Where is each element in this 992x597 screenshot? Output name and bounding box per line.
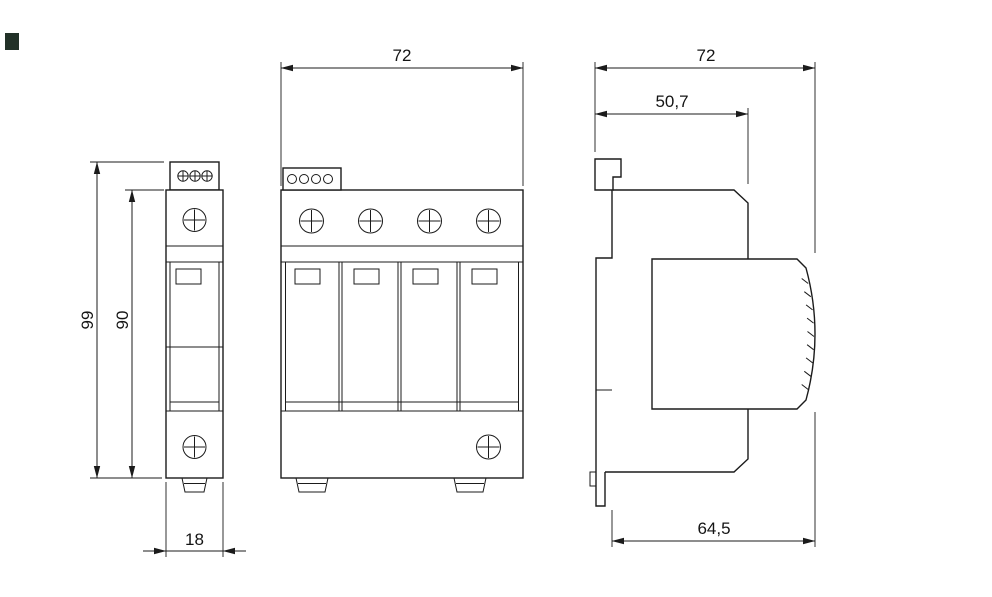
status-window: [175, 268, 202, 285]
dimension-height-90: 90: [113, 189, 164, 479]
dim-label-18: 18: [185, 530, 204, 549]
dimension-height-99: 99: [78, 161, 164, 479]
device-body: [165, 189, 224, 479]
base-top-edge: [613, 189, 749, 259]
dimension-width-18: 18: [143, 482, 246, 557]
grip-ribs: [801, 278, 815, 390]
plug-in-module: [651, 258, 816, 410]
mounting-foot: [181, 477, 208, 493]
screw-head-bottom-icon: [182, 435, 207, 459]
dim-label-72-front: 72: [393, 46, 412, 65]
dimension-width-72-front: 72: [280, 46, 524, 186]
dim-label-90: 90: [113, 311, 132, 330]
body-panel-lines-4pole: [281, 245, 523, 412]
screw-heads-row: [299, 208, 501, 234]
body-panel-lines: [166, 245, 223, 412]
clip-hook: [589, 471, 597, 487]
page-artifact-square: [5, 33, 19, 50]
dim-label-72-side: 72: [697, 46, 716, 65]
dim-label-50-7: 50,7: [655, 92, 688, 111]
mounting-feet: [295, 477, 487, 493]
front-view-single-module: [165, 161, 224, 493]
screw-head-bottom-right-icon: [476, 434, 501, 460]
dimension-depth-64-5: 64,5: [611, 412, 816, 547]
front-view-four-modules: [280, 167, 524, 493]
din-hook-top: [594, 158, 622, 191]
screw-head-top-icon: [182, 208, 207, 232]
terminal-screw-symbols: [177, 170, 213, 182]
side-view: [589, 158, 816, 507]
terminal-strip-holes: [287, 174, 333, 184]
base-bottom-edge: [605, 409, 749, 473]
dimension-depth-50-7: 50,7: [594, 92, 749, 184]
dim-label-64-5: 64,5: [697, 519, 730, 538]
status-windows-row: [294, 268, 498, 285]
din-rail-back: [595, 190, 613, 507]
dimension-depth-72-side: 72: [594, 46, 816, 253]
dim-label-99: 99: [78, 311, 97, 330]
device-body-4pole: [280, 189, 524, 479]
